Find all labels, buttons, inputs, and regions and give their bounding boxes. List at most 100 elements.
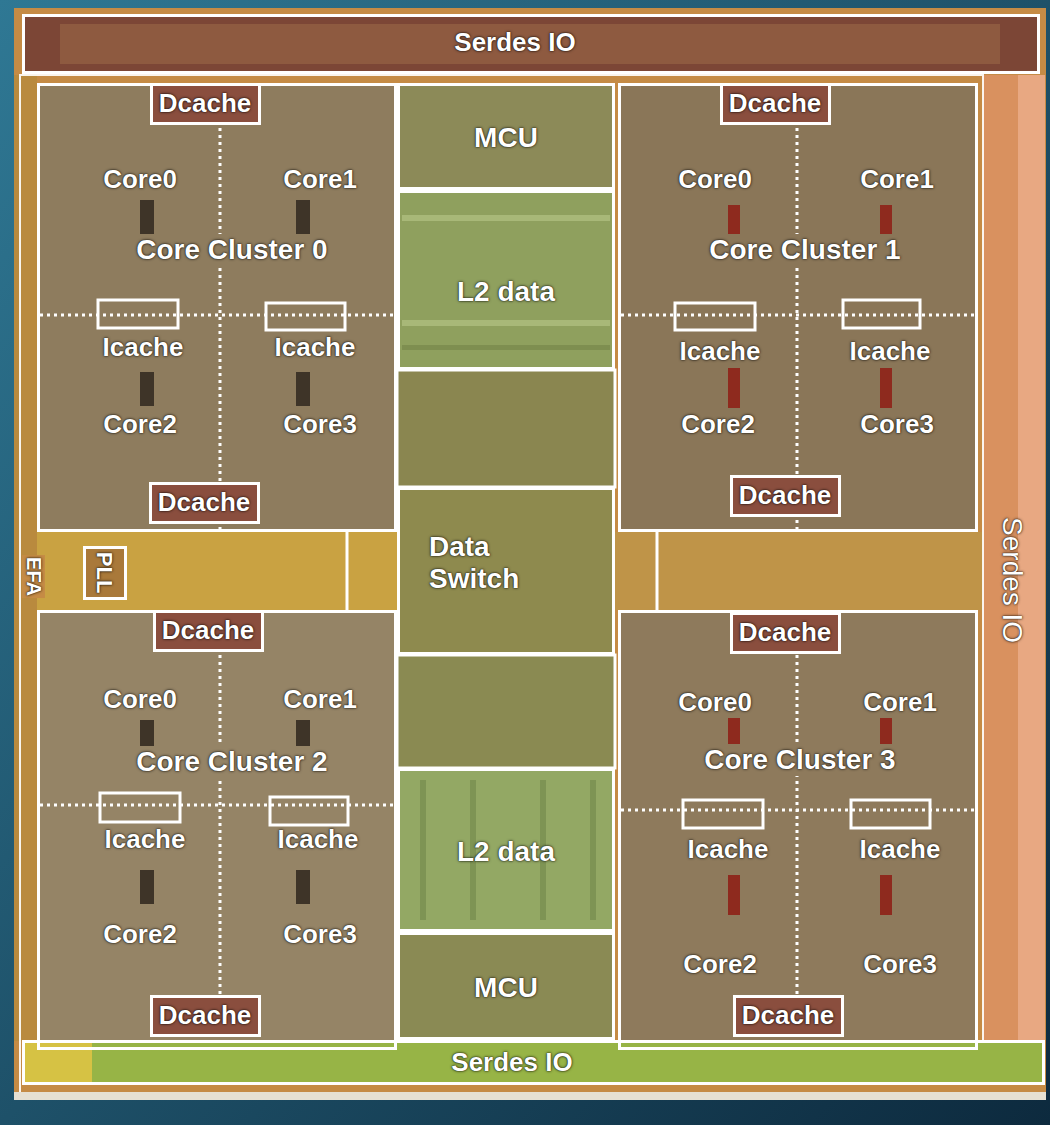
l2-stripe <box>402 215 610 221</box>
quadrant-divider <box>621 809 978 812</box>
switch-area <box>397 487 615 655</box>
l2-stripe <box>590 780 596 920</box>
part-label: Core0 <box>103 165 177 195</box>
cluster-area <box>621 86 975 529</box>
core-texture <box>880 368 892 408</box>
quadrant-divider <box>40 314 394 317</box>
block-label: Dcache <box>158 488 251 518</box>
core-texture <box>728 368 740 408</box>
l2-block: L2 data <box>397 190 615 370</box>
part-label: Core0 <box>678 688 752 718</box>
part-label: Core2 <box>103 920 177 950</box>
mcu-block: MCU <box>397 83 615 190</box>
dcache-block: Dcache <box>720 83 831 125</box>
quadrant-divider <box>796 86 799 529</box>
dcache-block: Dcache <box>150 83 261 125</box>
block-label: MCU <box>474 972 538 1004</box>
icache-outline <box>683 800 763 828</box>
part-label: Core3 <box>863 950 937 980</box>
part-label: Icache <box>860 835 941 865</box>
dcache-block: Dcache <box>149 482 260 524</box>
io-band: Serdes IO <box>22 14 1040 74</box>
l2-area <box>397 768 615 932</box>
block-label: Dcache <box>159 89 252 119</box>
side-label: Serdes IO <box>996 517 1028 643</box>
part-label: Core2 <box>683 950 757 980</box>
part-label: Core2 <box>103 410 177 440</box>
block-label: MCU <box>474 122 538 154</box>
icache-outline <box>843 300 920 328</box>
core-texture <box>880 875 892 915</box>
core-texture <box>140 200 154 234</box>
cluster-area <box>621 613 975 1047</box>
gap-area <box>37 532 397 610</box>
mcu-area <box>397 932 615 1040</box>
cluster-area <box>40 86 394 529</box>
mcu-area <box>397 83 615 190</box>
block-label: Core Cluster 3 <box>700 744 899 776</box>
block-label: Serdes IO <box>454 28 575 58</box>
block-label: L2 data <box>457 276 555 308</box>
core-texture <box>728 875 740 915</box>
serdes-band-texture <box>22 1040 92 1085</box>
side-label: EFA <box>22 555 45 598</box>
dcache-block: Dcache <box>150 995 261 1037</box>
block-label: Dcache <box>739 481 832 511</box>
l2-area <box>397 190 615 370</box>
core-texture <box>296 372 310 406</box>
block-label: Data Switch <box>429 531 551 595</box>
part-label: Icache <box>850 337 931 367</box>
part-label: Icache <box>688 835 769 865</box>
serdes-band-texture <box>60 24 1000 64</box>
quadrant-divider <box>219 613 222 1047</box>
part-label: Core1 <box>860 165 934 195</box>
block-label: Dcache <box>162 616 255 646</box>
serdes-band-bottom <box>22 1040 1045 1085</box>
icache-outline <box>270 797 348 825</box>
part-label: Core1 <box>863 688 937 718</box>
icache-outline <box>675 303 755 330</box>
part-label: Icache <box>103 333 184 363</box>
icache-outline <box>851 800 930 828</box>
cluster-link <box>656 532 659 610</box>
part-label: Icache <box>680 337 761 367</box>
quadrant-divider <box>219 86 222 529</box>
part-label: Icache <box>275 333 356 363</box>
dcache-block: Dcache <box>153 610 264 652</box>
core-texture <box>140 372 154 406</box>
mcu-block: MCU <box>397 932 615 1040</box>
core-texture <box>296 200 310 234</box>
block-label: L2 data <box>457 836 555 868</box>
l2-stripe <box>420 780 426 920</box>
die-edge <box>14 1092 1046 1100</box>
icache-outline <box>100 793 180 822</box>
part-label: Icache <box>105 825 186 855</box>
io-band: Serdes IO <box>22 1040 1045 1085</box>
block-label: PLL <box>92 552 117 594</box>
part-label: Core3 <box>283 920 357 950</box>
block-label: Dcache <box>739 618 832 648</box>
l2-block: L2 data <box>397 768 615 932</box>
serdes-band-top <box>22 14 1040 74</box>
dcache-block: Dcache <box>733 995 844 1037</box>
logic-area <box>397 370 615 487</box>
l2-stripe <box>402 320 610 326</box>
part-label: Core3 <box>860 410 934 440</box>
core-cluster: Core Cluster 1DcacheDcache <box>618 83 978 532</box>
core-cluster: Core Cluster 0DcacheDcache <box>37 83 397 532</box>
logic-area <box>397 655 615 768</box>
core-cluster: Core Cluster 3DcacheDcache <box>618 610 978 1050</box>
block-label: Dcache <box>159 1001 252 1031</box>
core-texture <box>296 870 310 904</box>
part-label: Core1 <box>283 685 357 715</box>
cluster-link <box>346 532 349 610</box>
die <box>14 8 1046 1096</box>
block-label: Core Cluster 2 <box>132 746 331 778</box>
frame-line <box>20 75 983 1092</box>
block-label: Dcache <box>729 89 822 119</box>
block-outline <box>397 370 615 487</box>
block-label: Core Cluster 0 <box>132 234 331 266</box>
